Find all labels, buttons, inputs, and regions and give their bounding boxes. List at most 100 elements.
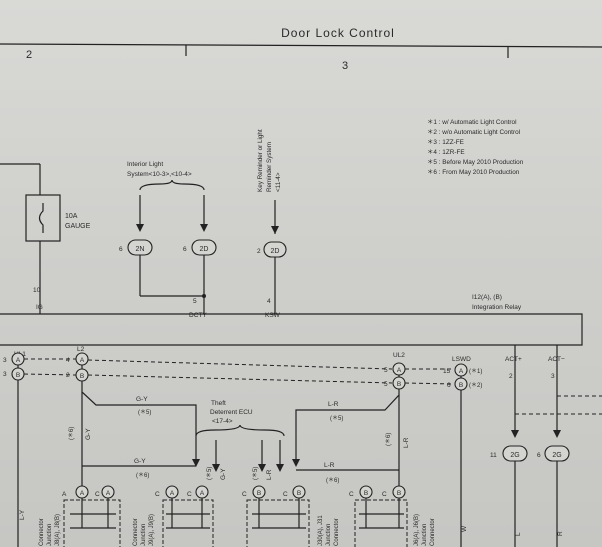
- svg-text:A: A: [16, 357, 21, 364]
- lswd-connectors: 15 A (＊1) 6 B (＊2): [443, 363, 482, 547]
- svg-text:B: B: [364, 490, 368, 497]
- junction-connector-1: A A C A J8(A), J8(B) Junction Connector: [39, 485, 121, 547]
- svg-text:L-R: L-R: [403, 437, 410, 448]
- header-rule: [0, 43, 602, 48]
- svg-text:4: 4: [66, 357, 70, 364]
- ul2-connectors: 5 A 5 B: [384, 362, 406, 390]
- connector-2n: 2N 6: [119, 239, 153, 296]
- wire-color-w: W: [461, 525, 468, 532]
- key-reminder-label-2: Reminder System: [266, 142, 273, 192]
- svg-text:J9(A), J9(B): J9(A), J9(B): [149, 514, 155, 546]
- svg-text:A: A: [200, 490, 205, 497]
- svg-text:G-Y: G-Y: [85, 428, 92, 440]
- dashed-link: [87, 374, 393, 384]
- svg-text:A: A: [80, 490, 85, 497]
- svg-text:A: A: [170, 490, 175, 497]
- note-4: ＊4 : 1ZR-FE: [427, 149, 465, 156]
- wire-color-ly: L-Y: [19, 509, 26, 520]
- svg-text:2G: 2G: [552, 452, 561, 459]
- svg-text:B: B: [397, 490, 401, 497]
- connector-2d-a: 2D 6: [183, 239, 217, 314]
- svg-text:A: A: [397, 367, 402, 374]
- svg-text:2G: 2G: [510, 452, 519, 459]
- act-plus-wire: 2 2G 11: [490, 345, 528, 547]
- ksw-terminal: KSW: [265, 312, 281, 319]
- column-label-3: 3: [342, 60, 348, 72]
- svg-text:5: 5: [384, 381, 388, 388]
- svg-text:2: 2: [66, 372, 70, 379]
- l2-terminal: L2: [77, 346, 85, 353]
- svg-text:<17-4>: <17-4>: [212, 418, 233, 425]
- svg-text:C: C: [349, 491, 354, 498]
- connector-pin: 6: [119, 246, 123, 253]
- svg-text:(＊5): (＊5): [138, 409, 151, 416]
- svg-text:B: B: [397, 381, 401, 388]
- svg-text:Connector: Connector: [133, 518, 139, 546]
- connector-id: 2N: [136, 246, 145, 253]
- svg-text:(＊6): (＊6): [326, 477, 339, 484]
- ksw-pin: 4: [267, 298, 271, 305]
- svg-text:B: B: [257, 490, 261, 497]
- svg-text:L-R: L-R: [328, 401, 339, 408]
- junction-connector-2: C A C A J9(A), J9(B) Junction Connector: [133, 485, 214, 547]
- svg-text:C: C: [283, 491, 288, 498]
- svg-text:(＊5): (＊5): [252, 467, 259, 480]
- svg-text:A: A: [106, 490, 111, 497]
- l-r-wire: L-R (＊5) L-R (＊6) L-R (＊6): [292, 389, 410, 490]
- svg-text:Connector: Connector: [39, 518, 45, 546]
- svg-text:Deterrent ECU: Deterrent ECU: [210, 409, 253, 416]
- lswd-terminal: LSWD: [452, 356, 471, 363]
- interior-light-group: Interior Light System<10-3>,<10-4>: [127, 161, 208, 232]
- connector-pin: 2: [257, 248, 261, 255]
- svg-text:L-R: L-R: [324, 462, 335, 469]
- dashed-link: [404, 382, 455, 385]
- svg-text:J6(A), J6(B): J6(A), J6(B): [414, 514, 420, 546]
- svg-text:B: B: [459, 382, 463, 389]
- svg-text:(＊2): (＊2): [469, 382, 482, 389]
- svg-text:Connector: Connector: [334, 518, 340, 546]
- relay-name: Integration Relay: [472, 304, 522, 311]
- svg-text:5: 5: [384, 367, 388, 374]
- svg-text:15: 15: [443, 368, 451, 375]
- fuse-icon: [38, 203, 44, 233]
- theft-deterrent-ecu: Theft Deterrent ECU <17-4> (＊5) G-Y (＊5)…: [195, 400, 285, 480]
- svg-text:L-R: L-R: [266, 469, 273, 480]
- svg-text:Connector: Connector: [430, 518, 436, 546]
- svg-text:(＊5): (＊5): [330, 415, 343, 422]
- connector-2d-b: 2D 2: [257, 241, 287, 314]
- svg-text:(＊6): (＊6): [68, 427, 75, 440]
- svg-text:(＊6): (＊6): [385, 433, 392, 446]
- svg-text:(＊5): (＊5): [206, 467, 213, 480]
- svg-text:(＊6): (＊6): [136, 472, 149, 479]
- svg-text:B: B: [16, 372, 20, 379]
- svg-text:(＊1): (＊1): [469, 368, 482, 375]
- svg-text:Theft: Theft: [211, 400, 226, 407]
- svg-text:3: 3: [3, 371, 7, 378]
- relay-code: I12(A), (B): [472, 294, 502, 301]
- svg-text:J30(A), J31: J30(A), J31: [318, 515, 324, 546]
- connector-pin: 6: [183, 246, 187, 253]
- svg-text:C: C: [155, 491, 160, 498]
- interior-light-label-1: Interior Light: [127, 161, 163, 168]
- note-3: ＊3 : 1ZZ-FE: [427, 139, 464, 146]
- ig-terminal: IG: [36, 304, 43, 311]
- g-y-wire: G-Y (＊5) G-Y (＊6) G-Y (＊6): [68, 381, 200, 490]
- notes-block: ＊1 : w/ Automatic Light Control ＊2 : w/o…: [427, 119, 524, 176]
- column-label-2: 2: [26, 49, 32, 61]
- dcty-terminal: DCTY: [189, 312, 207, 319]
- key-reminder-group: Key Reminder or Light Reminder System <1…: [257, 129, 282, 234]
- svg-text:6: 6: [537, 452, 541, 459]
- svg-text:A: A: [459, 368, 464, 375]
- svg-text:C: C: [242, 491, 247, 498]
- svg-text:6: 6: [447, 382, 451, 389]
- junction-connector-4: C B C B J6(A), J6(B) Junction Connector: [349, 485, 436, 547]
- svg-text:B: B: [297, 490, 301, 497]
- fuse-box: [25, 194, 61, 242]
- note-2: ＊2 : w/o Automatic Light Control: [427, 129, 520, 136]
- fuse-name: GAUGE: [65, 223, 91, 230]
- svg-text:3: 3: [551, 373, 555, 380]
- l2-connectors: 4 A 2 B: [66, 352, 89, 382]
- ul2-terminal: UL2: [393, 352, 405, 359]
- interior-light-brace: [139, 179, 205, 191]
